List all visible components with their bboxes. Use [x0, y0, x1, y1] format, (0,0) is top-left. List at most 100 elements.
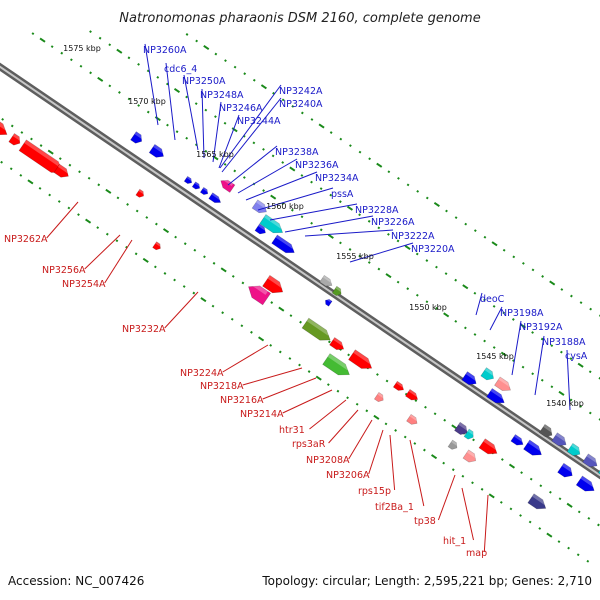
tick-dot	[368, 157, 372, 161]
tick-dot	[67, 206, 71, 210]
tick-dot	[126, 203, 129, 206]
tick-dot	[58, 157, 62, 161]
gene-feature	[0, 114, 8, 136]
tick-dot	[521, 365, 525, 369]
tick-dot	[281, 161, 285, 164]
gene-label-np3248a: NP3248A	[200, 90, 244, 101]
leader-line	[183, 74, 199, 151]
tick-dot	[108, 43, 112, 47]
tick-dot	[508, 463, 516, 469]
tick-dot	[307, 370, 311, 373]
gene-feature	[325, 297, 333, 307]
tick-dot	[240, 324, 244, 328]
tick-dot	[425, 196, 429, 200]
gene-label-np3222a: NP3222A	[391, 231, 435, 242]
tick-dot	[233, 169, 237, 173]
tick-dot	[116, 196, 120, 200]
tick-dot	[387, 233, 390, 236]
tick-dot	[241, 281, 245, 285]
gene-feature	[463, 428, 475, 440]
gene-label-np3262a: NP3262A	[4, 234, 48, 245]
tick-dot	[260, 84, 267, 90]
tick-dot	[214, 115, 217, 119]
tick-dot	[69, 58, 73, 62]
tick-dot	[155, 222, 158, 226]
leader-line	[212, 101, 222, 163]
leader-line	[348, 419, 373, 460]
tick-dot	[118, 91, 121, 94]
tick-dot	[519, 514, 522, 517]
gene-label-np3256a: NP3256A	[42, 265, 86, 276]
gene-feature	[271, 234, 295, 254]
tick-dot	[231, 275, 235, 278]
tick-dot	[319, 228, 323, 232]
tick-dot	[300, 174, 304, 177]
tick-dot	[540, 337, 544, 341]
tick-dot	[358, 150, 362, 154]
gene-feature	[454, 421, 469, 435]
tick-dot	[473, 229, 477, 233]
gene-feature	[582, 453, 599, 468]
gene-feature	[191, 181, 201, 190]
tick-dot	[50, 45, 54, 49]
tick-dot	[166, 123, 169, 127]
tick-dot	[57, 200, 61, 203]
tick-dot	[579, 405, 583, 408]
tick-dot	[521, 261, 525, 265]
tick-dot	[142, 257, 149, 263]
tick-dot	[488, 493, 495, 499]
tick-dot	[413, 442, 417, 445]
gene-feature	[480, 367, 495, 381]
tick-dot	[0, 160, 3, 164]
tick-dot	[589, 307, 593, 311]
kbp-label: 1575 kbp	[63, 44, 101, 53]
tick-dot	[483, 235, 487, 239]
tick-dot	[203, 45, 210, 51]
gene-feature	[405, 388, 419, 401]
kbp-label: 1545 kbp	[476, 352, 514, 361]
tick-dot	[214, 52, 218, 56]
tick-dot	[415, 293, 419, 297]
tick-dot	[146, 69, 150, 73]
gene-label-np3206a: NP3206A	[326, 470, 370, 481]
tick-dot	[509, 507, 513, 511]
tick-dot	[96, 226, 100, 230]
gene-feature	[510, 434, 524, 446]
gene-feature	[130, 131, 144, 144]
tick-dot	[38, 187, 42, 190]
tick-dot	[291, 104, 295, 108]
tick-dot	[394, 429, 398, 432]
tick-dot	[404, 244, 411, 251]
tick-dot	[528, 520, 532, 524]
tick-dot	[19, 173, 23, 177]
tick-dot	[116, 48, 123, 54]
gene-label-pssa: pssA	[331, 189, 354, 200]
leader-line	[242, 367, 303, 386]
tick-dot	[10, 124, 14, 128]
tick-dot	[165, 82, 169, 86]
gene-features	[0, 114, 600, 510]
kbp-label: 1565 kbp	[196, 150, 234, 159]
gene-feature	[53, 163, 70, 178]
tick-dot	[68, 163, 72, 167]
gene-label-rps15p: rps15p	[358, 486, 391, 497]
gene-feature	[220, 177, 236, 193]
gene-feature	[494, 376, 512, 391]
gene-feature	[8, 133, 22, 146]
gene-label-np3246a: NP3246A	[219, 103, 263, 114]
tick-dot	[39, 37, 46, 43]
tick-dot	[135, 209, 139, 213]
tick-dot	[223, 121, 227, 125]
gene-feature	[551, 432, 568, 447]
gene-label-htr31: htr31	[279, 425, 305, 436]
kbp-label: 1555 kbp	[336, 252, 374, 261]
tick-dot	[145, 216, 149, 219]
tick-dot	[586, 559, 590, 563]
tick-dot	[349, 144, 352, 148]
tick-dot	[319, 187, 323, 191]
tick-dot	[454, 216, 458, 219]
gene-feature	[148, 143, 165, 158]
gene-feature	[461, 371, 478, 385]
tick-dot	[327, 340, 331, 344]
